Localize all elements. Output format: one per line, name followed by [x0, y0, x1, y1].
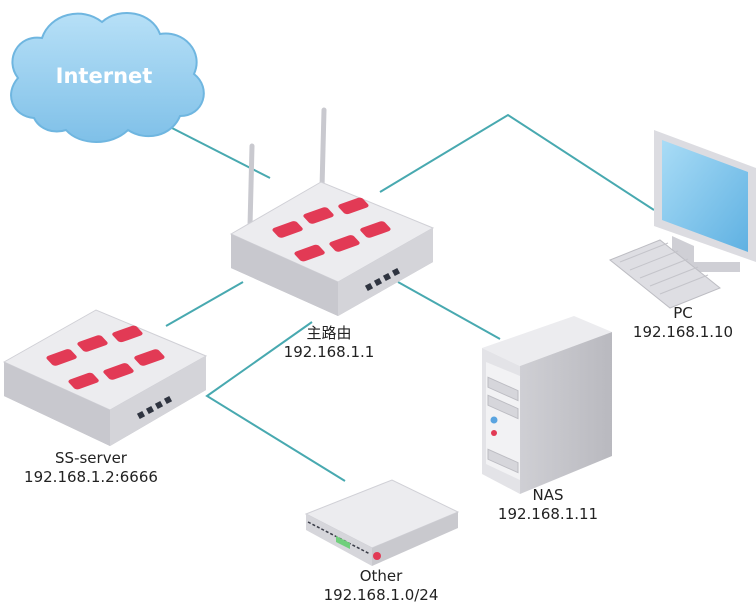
ss-server-name: SS-server [55, 449, 127, 467]
other-name: Other [359, 567, 403, 585]
internet-cloud-icon: Internet [10, 12, 205, 143]
ss-server-ip: 192.168.1.2:6666 [24, 468, 158, 486]
other-ip: 192.168.1.0/24 [323, 586, 439, 604]
main-router-label: 主路由 192.168.1.1 [284, 324, 375, 362]
ss-server-router-icon [2, 309, 208, 446]
main-router-icon [229, 107, 435, 316]
nas-name: NAS [532, 486, 564, 504]
link-router-pc [379, 113, 655, 211]
link-router-other [205, 321, 346, 482]
other-switch-box-icon [304, 479, 460, 566]
pc-name: PC [673, 304, 693, 322]
main-router-name: 主路由 [306, 324, 352, 342]
pc-ip: 192.168.1.10 [632, 323, 734, 341]
nas-server-tower-icon [482, 316, 612, 494]
main-router-ip: 192.168.1.1 [283, 343, 375, 361]
link-router-nas [397, 281, 501, 340]
ss-server-label: SS-server 192.168.1.2:6666 [24, 449, 158, 487]
other-label: Other 192.168.1.0/24 [324, 567, 439, 605]
link-router-ss-server [165, 281, 244, 327]
link-internet-router [169, 126, 271, 179]
internet-label: Internet [56, 64, 153, 88]
pc-label: PC 192.168.1.10 [633, 304, 733, 342]
nas-ip: 192.168.1.11 [497, 505, 599, 523]
pc-monitor-icon [609, 130, 756, 309]
nas-label: NAS 192.168.1.11 [498, 486, 598, 524]
